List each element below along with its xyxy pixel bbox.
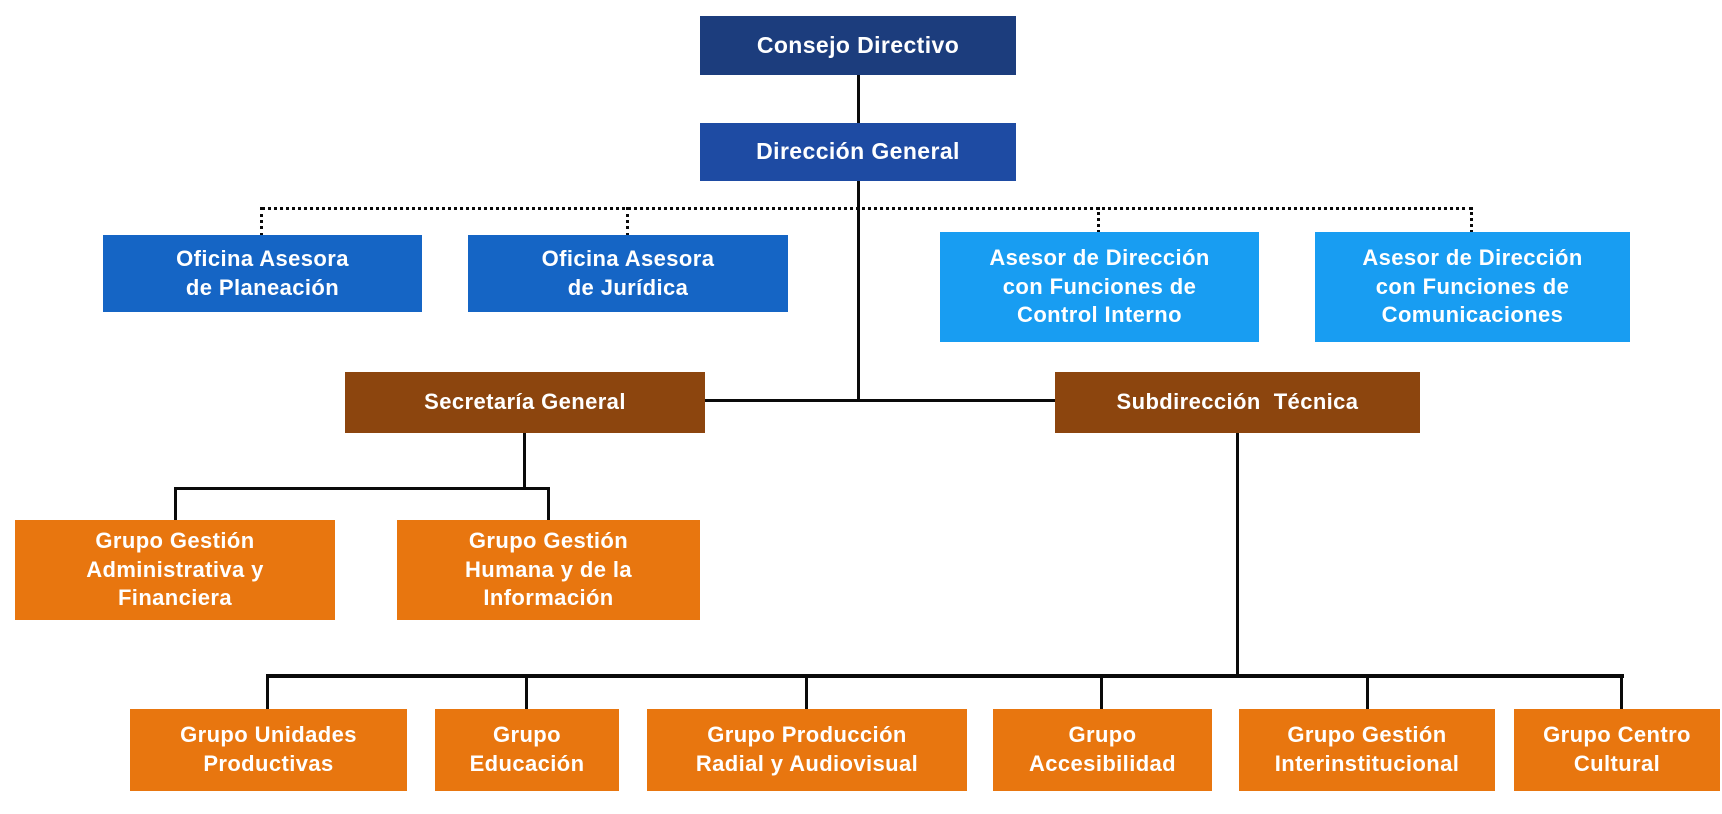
connector-direccion-down: [857, 181, 860, 402]
connector-stub-admin: [174, 487, 177, 521]
org-node-label: Asesor de Dirección con Funciones de Com…: [1362, 245, 1583, 328]
org-node-label: Grupo Gestión Interinstitucional: [1274, 722, 1460, 776]
connector-stub-interinstitucional: [1366, 674, 1369, 710]
org-node-label: Grupo Producción Radial y Audiovisual: [695, 722, 919, 776]
connector-dotted-stub-juridica: [626, 207, 629, 236]
connector-dotted-advisory-h: [261, 207, 1473, 210]
org-node-consejo-directivo: Consejo Directivo: [700, 16, 1016, 75]
connector-stub-centro-cultural: [1620, 674, 1623, 710]
connector-subdireccion-down: [1236, 433, 1239, 676]
connector-secretaria-groups-h: [174, 487, 550, 490]
connector-secretaria-down: [523, 433, 526, 489]
connector-bottom-h: [266, 674, 1624, 678]
org-node-label: Grupo Gestión Administrativa y Financier…: [86, 528, 264, 611]
org-node-label: Asesor de Dirección con Funciones de Con…: [989, 245, 1210, 328]
connector-stub-educacion: [525, 674, 528, 710]
org-node-grupo-gestion-administrativa: Grupo Gestión Administrativa y Financier…: [15, 520, 335, 620]
connector-stub-unidades: [266, 674, 269, 710]
org-node-grupo-unidades-productivas: Grupo Unidades Productivas: [130, 709, 407, 791]
org-node-label: Oficina Asesora de Planeación: [176, 245, 349, 300]
org-node-label: Secretaría General: [424, 389, 626, 415]
org-node-label: Grupo Unidades Productivas: [180, 722, 357, 776]
org-node-label: Grupo Gestión Humana y de la Información: [465, 528, 632, 611]
org-node-direccion-general: Dirección General: [700, 123, 1016, 181]
org-node-label: Consejo Directivo: [756, 31, 960, 58]
org-node-asesor-control-interno: Asesor de Dirección con Funciones de Con…: [940, 232, 1259, 342]
org-node-label: Subdirección Técnica: [1116, 389, 1359, 415]
org-node-grupo-accesibilidad: Grupo Accesibilidad: [993, 709, 1212, 791]
org-node-grupo-centro-cultural: Grupo Centro Cultural: [1514, 709, 1720, 791]
org-node-label: Oficina Asesora de Jurídica: [541, 245, 715, 300]
org-node-oficina-asesora-planeacion: Oficina Asesora de Planeación: [103, 235, 422, 312]
connector-dotted-stub-control-interno: [1097, 207, 1100, 233]
org-node-label: Dirección General: [756, 138, 960, 165]
org-node-label: Grupo Accesibilidad: [1028, 722, 1177, 776]
org-node-grupo-gestion-interinstitucional: Grupo Gestión Interinstitucional: [1239, 709, 1495, 791]
connector-stub-produccion: [805, 674, 808, 710]
org-node-grupo-gestion-humana: Grupo Gestión Humana y de la Información: [397, 520, 700, 620]
org-node-subdireccion-tecnica: Subdirección Técnica: [1055, 372, 1420, 433]
org-node-secretaria-general: Secretaría General: [345, 372, 705, 433]
connector-dotted-stub-planeacion: [260, 207, 263, 236]
connector-secretaria-subdireccion: [705, 399, 1055, 402]
connector-stub-accesibilidad: [1100, 674, 1103, 710]
connector-dotted-stub-comunicaciones: [1470, 207, 1473, 233]
org-node-label: Grupo Centro Cultural: [1543, 722, 1691, 776]
connector-consejo-direccion: [857, 75, 860, 123]
org-node-label: Grupo Educación: [469, 722, 585, 776]
org-node-grupo-educacion: Grupo Educación: [435, 709, 619, 791]
connector-stub-humana: [547, 487, 550, 521]
org-node-oficina-asesora-juridica: Oficina Asesora de Jurídica: [468, 235, 788, 312]
org-node-asesor-comunicaciones: Asesor de Dirección con Funciones de Com…: [1315, 232, 1630, 342]
org-node-grupo-produccion-radial: Grupo Producción Radial y Audiovisual: [647, 709, 967, 791]
